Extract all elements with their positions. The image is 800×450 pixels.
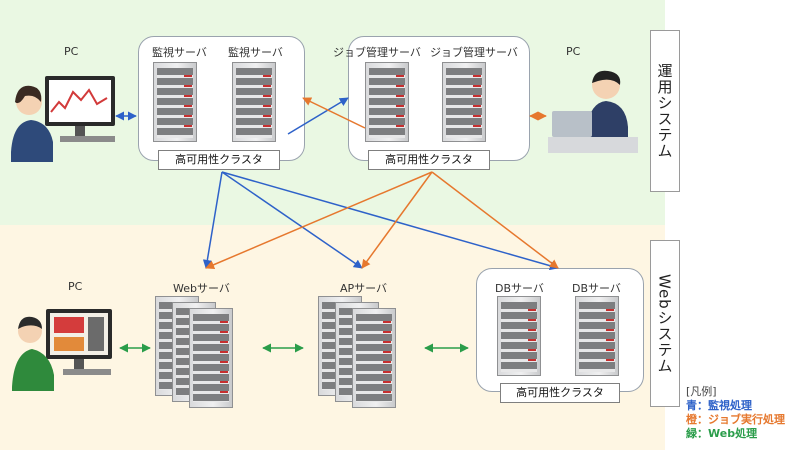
monitor-server-2-label: 監視サーバ [228, 46, 283, 59]
link-monitor-db [221, 171, 559, 271]
db-server-2-label: DBサーバ [572, 282, 621, 295]
legend-item-web: 緑：Web処理 [686, 427, 758, 440]
web-server-label: Webサーバ [173, 282, 230, 295]
link-job-ap [361, 171, 433, 269]
pc-ops-right-label: PC [566, 45, 581, 58]
ap-server-label: APサーバ [340, 282, 388, 295]
db-server-1-label: DBサーバ [495, 282, 544, 295]
legend-title: [凡例] [686, 385, 717, 398]
job-server-1-label: ジョブ管理サーバ [333, 46, 421, 59]
job-server-1 [365, 62, 409, 142]
ops-system-label: 運用システム [655, 63, 674, 159]
link-monitor-web [202, 171, 223, 269]
job-cluster-label: 高可用性クラスタ [368, 150, 490, 170]
pc-web-illustration [12, 309, 112, 391]
db-server-2 [575, 296, 619, 376]
web-server-rack-3 [189, 308, 233, 408]
monitor-server-1 [153, 62, 197, 142]
legend-item-monitoring: 青：監視処理 [686, 399, 752, 412]
monitor-server-1-label: 監視サーバ [152, 46, 207, 59]
job-server-2 [442, 62, 486, 142]
pc-ops-left-label: PC [64, 45, 79, 58]
job-server-2-label: ジョブ管理サーバ [430, 46, 518, 59]
pc-web-label: PC [68, 280, 83, 293]
web-system-label-box: Webシステム [650, 240, 680, 407]
monitor-server-2 [232, 62, 276, 142]
monitor-cluster-label: 高可用性クラスタ [158, 150, 280, 170]
link-monitor-job [287, 97, 349, 135]
ops-system-label-box: 運用システム [650, 30, 680, 192]
link-job-db [431, 171, 559, 269]
link-job-monitor [302, 97, 366, 129]
legend-item-job: 橙：ジョブ実行処理 [686, 413, 785, 426]
ap-server-rack-3 [352, 308, 396, 408]
web-system-label: Webシステム [655, 273, 674, 374]
db-cluster-label: 高可用性クラスタ [500, 383, 620, 403]
link-job-web [205, 171, 433, 269]
pc-ops-right-illustration [548, 70, 638, 153]
db-server-1 [497, 296, 541, 376]
pc-ops-left-illustration [11, 76, 115, 162]
legend: [凡例] 青：監視処理 橙：ジョブ実行処理 緑：Web処理 [686, 385, 785, 441]
link-monitor-ap [221, 171, 363, 269]
